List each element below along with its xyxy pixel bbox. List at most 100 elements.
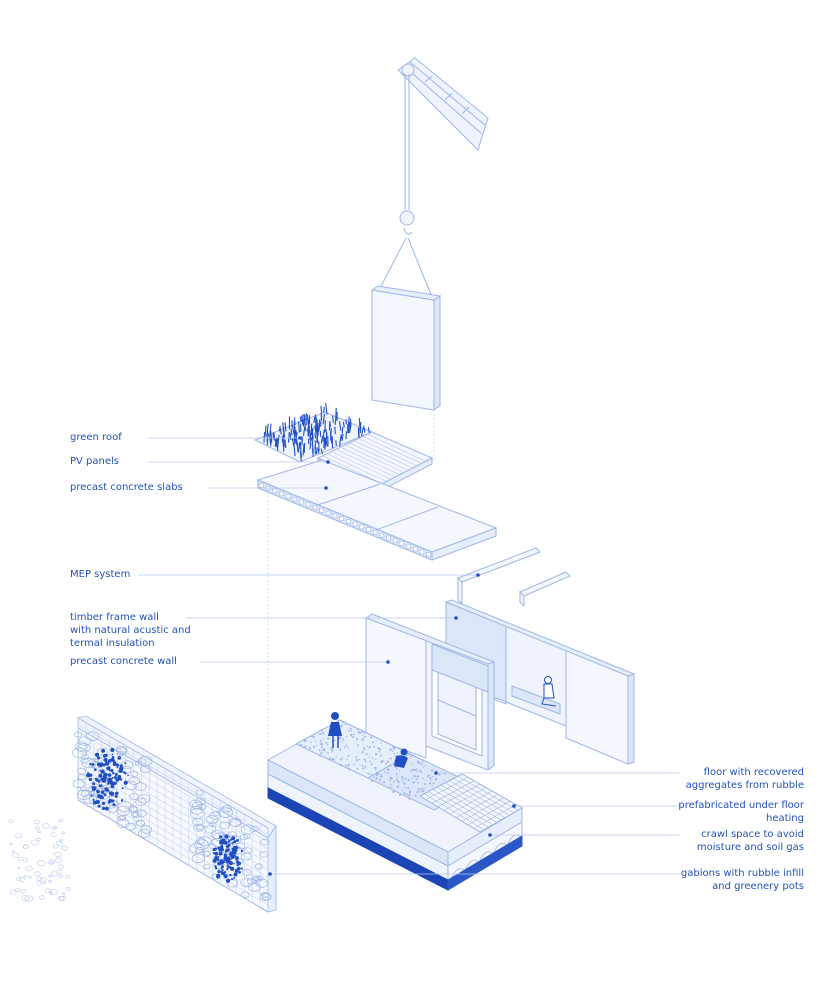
aggregate-dot xyxy=(322,732,325,735)
aggregate-dot xyxy=(397,780,400,784)
aggregate-dot xyxy=(321,750,323,752)
aggregate-dot xyxy=(421,790,425,793)
aggregate-dot xyxy=(383,771,386,773)
slab-hole xyxy=(319,508,324,513)
rubble-stone xyxy=(125,822,137,831)
aggregate-dot xyxy=(362,734,364,737)
aggregate-dot xyxy=(374,766,377,770)
aggregate-dot xyxy=(320,752,323,755)
heating-pipe xyxy=(467,800,511,826)
rubble-stone xyxy=(205,815,219,825)
aggregate-dot xyxy=(325,742,328,744)
aggregate-dot xyxy=(335,755,337,758)
rubble-particle xyxy=(23,858,29,863)
rubble-stone xyxy=(135,819,145,827)
grass-blade xyxy=(275,441,279,451)
underfloor-heating-grid xyxy=(424,775,518,830)
grass-blade xyxy=(303,414,306,421)
grass-blade xyxy=(329,420,332,427)
greenery-leaf xyxy=(101,801,106,805)
aggregate-dot xyxy=(420,762,423,765)
aggregate-dot xyxy=(378,750,380,753)
aggregate-dot xyxy=(380,742,382,744)
rubble-stone xyxy=(137,794,151,804)
rubble-stone xyxy=(194,846,204,854)
aggregate-dot xyxy=(364,765,367,768)
aggregate-dot xyxy=(327,751,329,754)
aggregate-dot xyxy=(401,789,403,791)
aggregate-dot xyxy=(407,779,410,781)
aggregate-dot xyxy=(350,734,353,737)
rubble-stone xyxy=(129,793,139,801)
green-roof-vegetation xyxy=(263,402,371,462)
crane-pulley xyxy=(401,63,415,77)
aggregate-dot xyxy=(313,736,315,739)
rubble-stone xyxy=(219,821,230,829)
aggregate-dot xyxy=(339,749,342,751)
rubble-stone xyxy=(202,850,211,857)
slab-hole xyxy=(285,494,291,499)
aggregate-dot xyxy=(371,741,374,744)
aggregate-dot xyxy=(387,772,389,774)
grass-blade xyxy=(269,423,272,437)
greenery-leaf xyxy=(107,778,111,782)
slab-hole xyxy=(392,538,398,544)
rubble-particle xyxy=(59,896,67,901)
greenery-leaf xyxy=(105,767,108,769)
aggregate-dot xyxy=(299,743,303,747)
rubble-stone xyxy=(208,821,217,827)
crawl-arch xyxy=(479,851,493,861)
aggregate-dot xyxy=(375,777,378,780)
aggregate-dot xyxy=(418,790,421,793)
rubble-particle xyxy=(47,880,52,883)
aggregate-dot xyxy=(319,732,322,736)
lifting-sling-right xyxy=(407,237,435,303)
pv-cell-line xyxy=(326,453,388,482)
rubble-particle xyxy=(16,877,22,881)
rubble-particle xyxy=(50,889,58,895)
rubble-particle xyxy=(37,859,46,867)
aggregate-dot xyxy=(352,736,355,739)
aggregate-dot xyxy=(364,752,367,755)
aggregate-dot xyxy=(305,745,307,748)
aggregate-dot xyxy=(412,781,415,783)
aggregate-dot xyxy=(347,746,349,748)
rubble-particle xyxy=(58,819,63,823)
aggregate-dot xyxy=(375,773,378,777)
gabion-mesh-line xyxy=(77,792,269,906)
grass-blade xyxy=(291,425,295,434)
aggregate-dot xyxy=(380,754,382,757)
greenery-leaf xyxy=(113,775,117,780)
greenery-leaf xyxy=(220,848,224,852)
greenery-leaf xyxy=(99,762,104,767)
grass-blade xyxy=(309,429,311,441)
rubble-stone xyxy=(131,811,141,819)
aggregate-dot xyxy=(391,786,393,788)
grass-blade xyxy=(322,413,325,425)
aggregate-dot xyxy=(407,787,410,790)
grass-blade xyxy=(325,402,328,415)
crane-boom xyxy=(397,57,489,151)
greenery-leaf xyxy=(110,769,114,773)
aggregate-dot xyxy=(420,789,422,792)
aggregate-dot xyxy=(378,748,381,751)
aggregate-dot xyxy=(362,736,365,739)
aggregate-dot xyxy=(411,768,414,771)
aggregate-dot xyxy=(353,733,355,735)
aggregate-dot xyxy=(304,739,306,741)
greenery-leaf xyxy=(227,840,230,843)
grass-blade xyxy=(363,425,366,433)
slab-hole xyxy=(299,499,304,505)
greenery-leaf xyxy=(237,860,240,863)
aggregate-dot xyxy=(320,740,322,743)
pv-cell-line xyxy=(358,438,419,467)
aggregate-dot xyxy=(370,736,373,739)
grass-blade xyxy=(302,426,306,437)
heating-pipe xyxy=(457,775,518,811)
aggregate-dot xyxy=(413,768,416,772)
aggregate-dot xyxy=(423,788,425,790)
aggregate-dot xyxy=(331,757,334,760)
aggregate-dot xyxy=(416,771,418,773)
aggregate-dot xyxy=(424,783,427,786)
rubble-stone xyxy=(230,818,242,828)
